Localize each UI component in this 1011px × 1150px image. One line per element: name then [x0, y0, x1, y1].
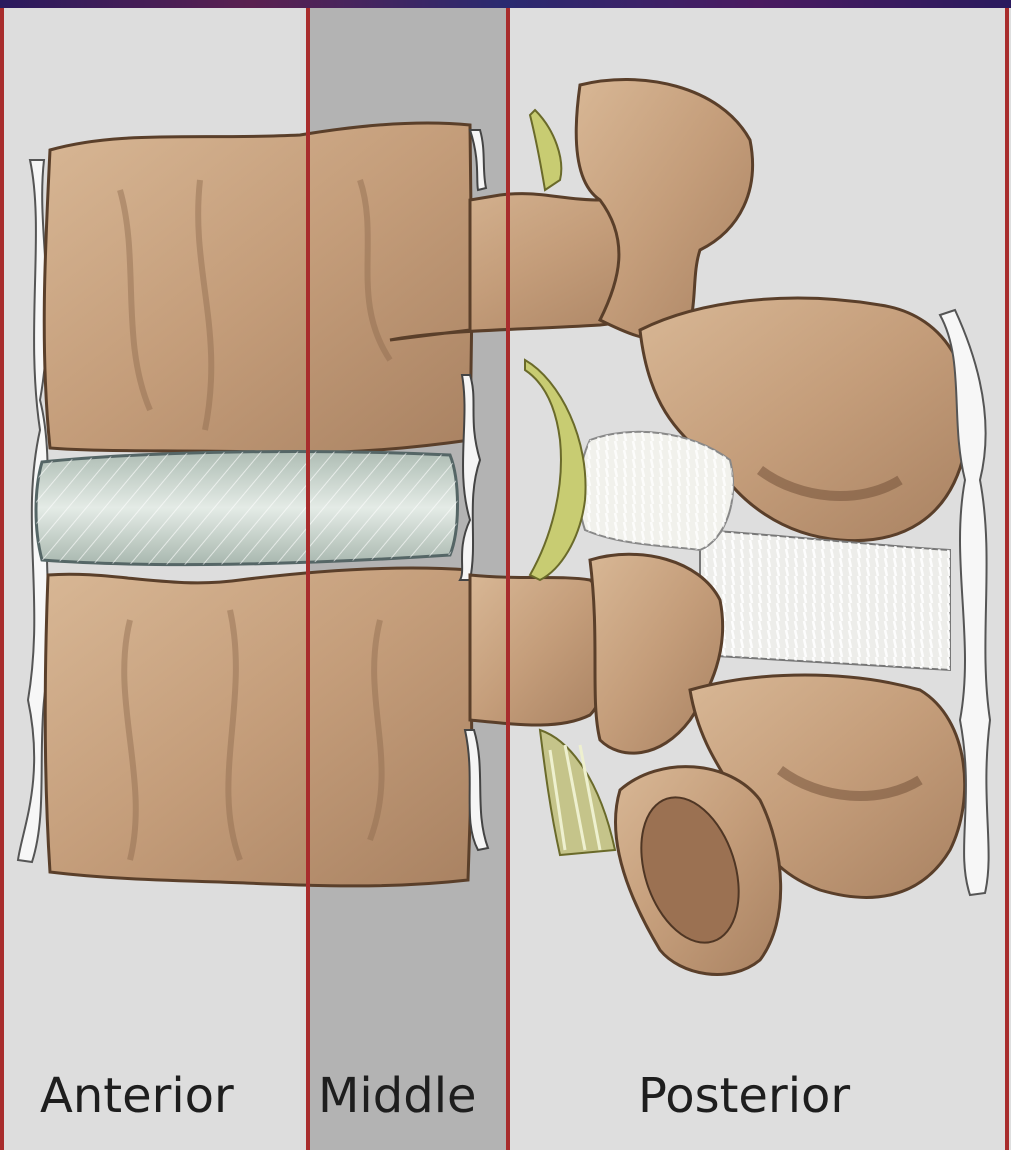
middle-label: Middle	[318, 1072, 477, 1120]
nerve-root-upper	[530, 110, 561, 190]
column-divider-right-edge	[1005, 8, 1009, 1150]
upper-vertebral-body	[44, 123, 472, 453]
lower-vertebral-body	[45, 568, 472, 886]
posterior-label: Posterior	[638, 1072, 850, 1120]
column-divider-middle-posterior	[506, 8, 510, 1150]
nerve-root-lower	[540, 730, 615, 855]
column-divider-anterior-middle	[306, 8, 310, 1150]
column-divider-left-edge	[0, 8, 4, 1150]
posterior-longitudinal-ligament-upper	[470, 130, 486, 190]
anterior-label: Anterior	[40, 1072, 234, 1120]
lower-pedicle	[470, 575, 609, 725]
ligamentum-flavum	[525, 360, 586, 580]
